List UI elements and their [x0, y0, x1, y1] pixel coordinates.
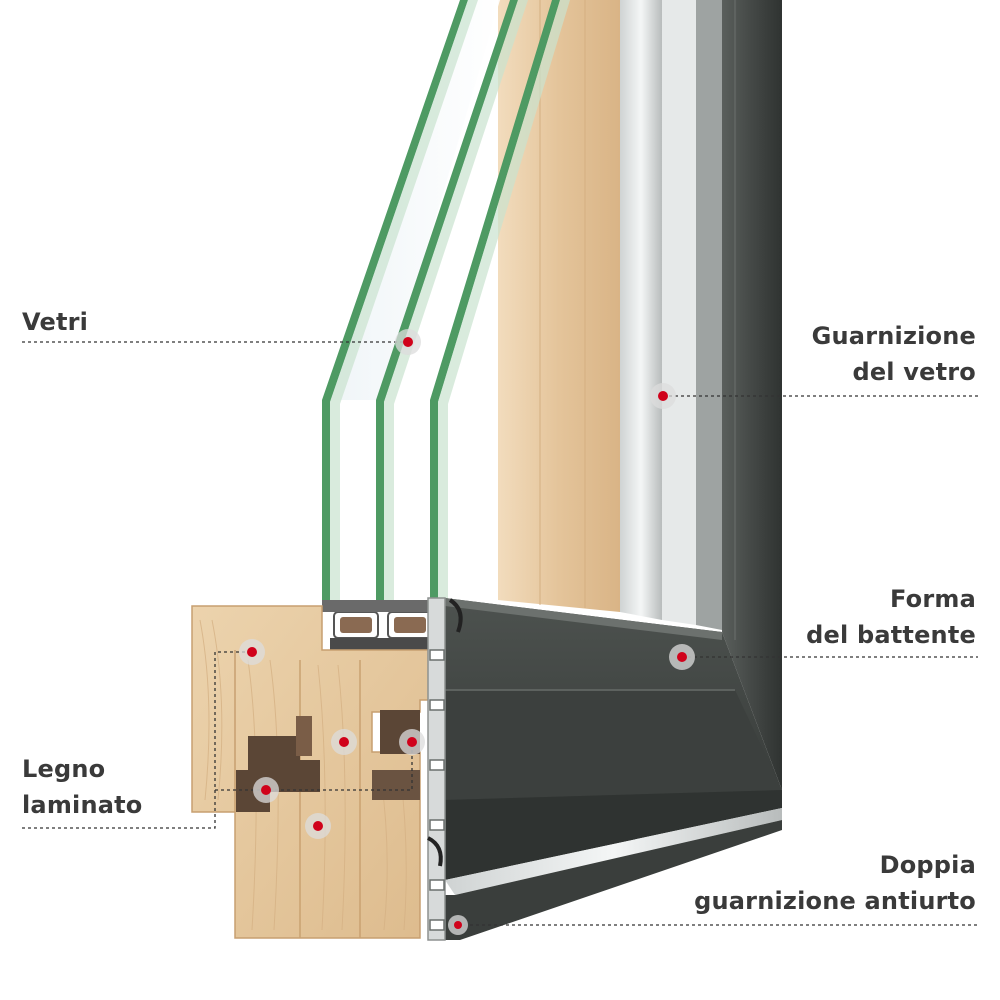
- label-doppia-guarnizione: Doppia guarnizione antiurto: [694, 847, 976, 919]
- callout-markers: [239, 329, 695, 935]
- leader-line-legno-laminato-2: [215, 742, 413, 791]
- marker-forma-battente: [669, 644, 695, 670]
- label-guarnizione-vetro: Guarnizione del vetro: [812, 318, 976, 390]
- label-legno-laminato: Legno laminato: [22, 751, 143, 823]
- label-forma-line-1: Forma: [890, 585, 976, 613]
- label-legno-line-2: laminato: [22, 791, 143, 819]
- label-vetri: Vetri: [22, 304, 88, 340]
- wood-frame-vertical: [498, 0, 620, 612]
- leader-lines: [22, 341, 978, 926]
- marker-legno-2: [331, 729, 357, 755]
- leader-line-legno-laminato-1: [22, 651, 252, 829]
- marker-doppia-guarnizione: [448, 915, 468, 935]
- label-guarnizione-line-1: Guarnizione: [811, 322, 976, 350]
- label-forma-line-2: del battente: [806, 621, 976, 649]
- aluminium-vertical-profile: [722, 0, 782, 790]
- label-doppia-line-2: guarnizione antiurto: [694, 887, 976, 915]
- label-forma-battente: Forma del battente: [806, 581, 976, 653]
- glass-gasket-strips: [620, 0, 722, 630]
- marker-legno-4: [253, 777, 279, 803]
- marker-legno-3: [399, 729, 425, 755]
- label-vetri-line-1: Vetri: [22, 308, 89, 336]
- marker-legno-1: [239, 639, 265, 665]
- laminated-wood-section: [191, 605, 439, 939]
- marker-legno-5: [305, 813, 331, 839]
- aluminium-sash-profile: [427, 597, 782, 941]
- label-doppia-line-1: Doppia: [879, 851, 976, 879]
- triple-glazing: [322, 0, 570, 650]
- label-legno-line-1: Legno: [22, 755, 106, 783]
- marker-vetri: [395, 329, 421, 355]
- marker-guarnizione-vetro: [650, 383, 676, 409]
- label-guarnizione-line-2: del vetro: [852, 358, 976, 386]
